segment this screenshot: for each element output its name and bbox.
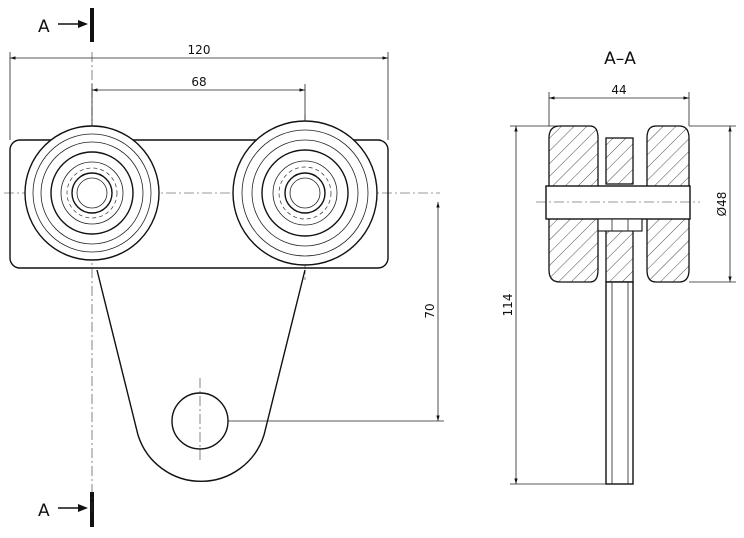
dimension-section-width: 44: [548, 83, 690, 126]
dimension-section-height: 114: [501, 125, 606, 485]
mounting-plate: [9, 139, 389, 269]
dimension-mount-offset: 70: [228, 202, 444, 422]
dim-70-label: 70: [423, 303, 437, 318]
section-mark-top: A: [38, 8, 94, 42]
hanger-arm: [96, 269, 306, 482]
dim-44-label: 44: [611, 83, 626, 97]
dimension-wheel-spacing: 68: [91, 75, 306, 126]
section-web-top: [605, 137, 634, 185]
section-mark-bottom-label: A: [38, 501, 50, 521]
section-mark-bottom: A: [38, 492, 94, 527]
section-nut: [597, 218, 643, 232]
dimension-overall-width: 120: [9, 43, 389, 140]
section-mark-top-label: A: [38, 17, 50, 37]
dim-48-label: Ø48: [715, 192, 729, 217]
dim-120-label: 120: [188, 43, 211, 57]
section-title: A–A: [604, 49, 636, 69]
section-hanger-plate: [605, 281, 634, 485]
right-wheel: [232, 120, 378, 266]
section-view: A–A 44 114: [501, 49, 736, 485]
section-web-bottom: [605, 229, 634, 283]
left-wheel: [24, 125, 160, 261]
dim-68-label: 68: [191, 75, 206, 89]
front-view: 120 68 70: [4, 43, 444, 515]
dimension-wheel-diameter: Ø48: [689, 125, 736, 283]
dim-114-label: 114: [501, 294, 515, 317]
section-axle: [545, 185, 691, 220]
